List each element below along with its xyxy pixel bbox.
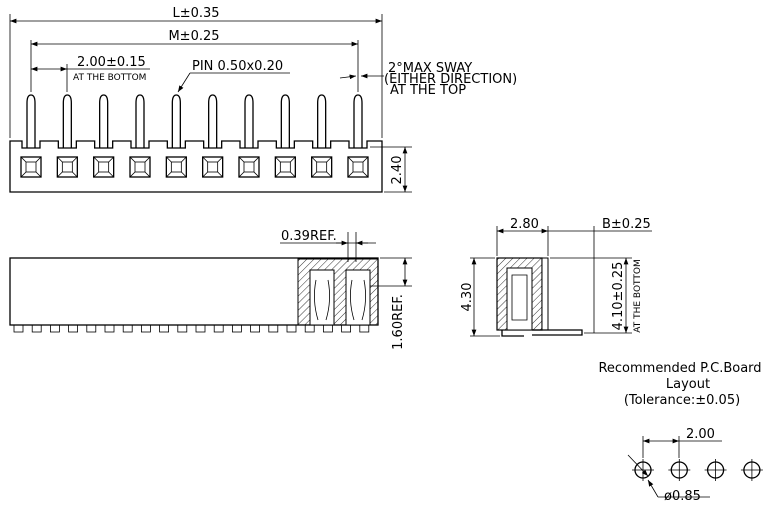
pin <box>99 94 109 148</box>
contact-foot <box>286 324 297 333</box>
socket-opening <box>129 156 151 178</box>
dim-b-label: B±0.25 <box>602 217 651 232</box>
sway-position: AT THE TOP <box>390 83 466 98</box>
pin <box>280 94 290 148</box>
contact-foot <box>122 324 133 333</box>
socket-opening <box>238 156 260 178</box>
contact-foot <box>268 324 279 333</box>
socket-opening <box>20 156 42 178</box>
hole-size-label: ø0.85 <box>664 489 701 504</box>
pin <box>26 94 36 148</box>
pcb-layout: Recommended P.C.Board Layout (Tolerance:… <box>598 361 763 504</box>
pin <box>62 94 72 148</box>
sway-direction: (EITHER DIRECTION) <box>384 72 517 87</box>
pin <box>171 94 181 148</box>
contact-foot <box>359 324 370 333</box>
contact-foot <box>304 324 315 333</box>
contact-foot <box>322 324 333 333</box>
pcb-hole <box>740 459 763 481</box>
contact-foot <box>341 324 352 333</box>
socket-opening <box>56 156 78 178</box>
socket-opening <box>274 156 296 178</box>
pin-size-label: PIN 0.50x0.20 <box>192 59 283 74</box>
socket-opening <box>347 156 369 178</box>
end-width-label: 2.80 <box>510 217 539 232</box>
pcb-hole <box>704 459 727 481</box>
contact-foot <box>213 324 224 333</box>
pcb-title: Recommended P.C.Board <box>598 361 761 376</box>
pitch-label: 2.00±0.15 <box>77 55 146 70</box>
height-label: 2.40 <box>390 156 405 185</box>
dim-l-label: L±0.35 <box>172 6 219 21</box>
contact-foot <box>13 324 24 333</box>
sway-label: 2°MAX SWAY <box>388 61 472 76</box>
header-body <box>9 140 383 193</box>
contact-foot <box>195 324 206 333</box>
socket-opening <box>165 156 187 178</box>
contact-foot <box>68 324 78 333</box>
contact-foot <box>250 324 261 333</box>
socket-opening <box>311 156 333 178</box>
pcb-hole <box>668 459 691 481</box>
end-height-label: 4.30 <box>460 283 475 312</box>
pin <box>135 94 145 148</box>
contact-foot <box>104 324 115 333</box>
contact-foot <box>140 324 151 333</box>
pitch-note: AT THE BOTTOM <box>73 73 146 83</box>
pcb-subtitle: Layout <box>666 377 710 392</box>
contact-foot <box>177 324 188 333</box>
pcb-pitch-label: 2.00 <box>686 427 715 442</box>
pin <box>244 94 254 148</box>
pin <box>353 94 363 148</box>
bottom-dim-label: 4.10±0.25 <box>611 262 626 331</box>
pin <box>317 94 327 148</box>
contact-foot <box>231 324 242 333</box>
end-view: 2.80 B±0.25 4.30 4.10±0.25 AT THE BOTTOM <box>460 217 652 337</box>
pcb-tolerance: (Tolerance:±0.05) <box>624 393 740 408</box>
ref-039-label: 0.39REF. <box>281 229 337 244</box>
contact-foot <box>50 324 60 333</box>
dim-m-label: M±0.25 <box>168 29 219 44</box>
ref-160-label: 1.60REF. <box>391 294 406 350</box>
contact-foot <box>159 324 170 333</box>
pin <box>208 94 218 148</box>
socket-opening <box>93 156 115 178</box>
top-view: L±0.35 M±0.25 2.00±0.15 AT THE BOTTOM PI… <box>9 6 517 193</box>
contact-foot <box>86 324 97 333</box>
socket-opening <box>202 156 224 178</box>
bottom-dim-note: AT THE BOTTOM <box>633 259 643 332</box>
side-view: 0.39REF. 1.60REF. <box>9 229 412 350</box>
contact-foot <box>31 324 42 333</box>
